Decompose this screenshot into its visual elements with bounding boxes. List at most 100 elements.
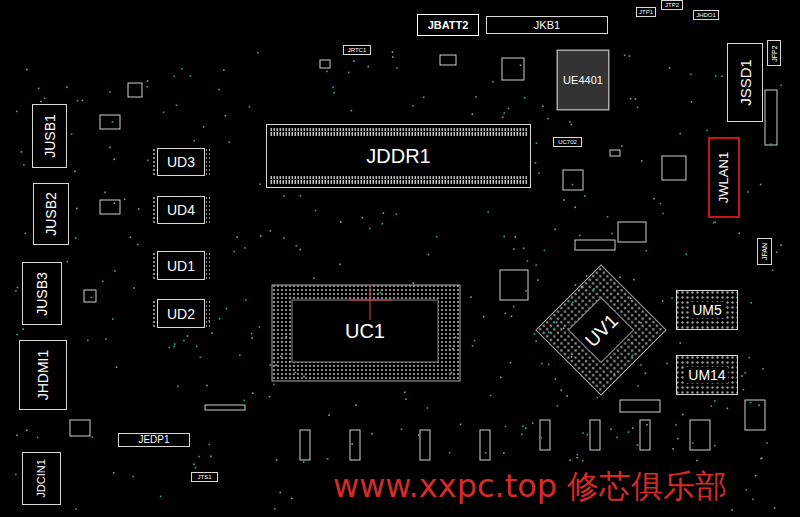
via-dot bbox=[470, 296, 472, 298]
part-name: UD3 bbox=[167, 155, 195, 169]
via-dot bbox=[303, 376, 305, 378]
via-dot bbox=[645, 373, 647, 375]
via-dot bbox=[538, 173, 540, 175]
via-dot bbox=[632, 427, 634, 429]
watermark: www.xxpc.top 修芯俱乐部 bbox=[333, 465, 727, 509]
via-dot bbox=[270, 364, 272, 366]
via-dot bbox=[327, 458, 329, 460]
via-dot bbox=[504, 112, 506, 114]
component-outline: UD1 bbox=[157, 251, 205, 280]
via-dot bbox=[460, 424, 462, 426]
via-dot bbox=[535, 264, 537, 266]
via-dot bbox=[714, 400, 716, 402]
component-outline: JUSB2 bbox=[33, 183, 69, 245]
via-dot bbox=[630, 298, 632, 300]
via-dot bbox=[40, 101, 42, 103]
via-dot bbox=[503, 452, 505, 454]
via-dot bbox=[455, 336, 457, 338]
via-dot bbox=[226, 308, 228, 310]
part-name: JSSD1 bbox=[738, 59, 753, 106]
via-dot bbox=[132, 476, 134, 478]
via-dot bbox=[326, 71, 328, 73]
via-dot bbox=[637, 444, 639, 446]
via-dot bbox=[534, 333, 536, 335]
via-dot bbox=[146, 86, 148, 88]
via-dot bbox=[472, 345, 474, 347]
part-name: JDDR1 bbox=[364, 145, 432, 167]
via-dot bbox=[492, 81, 494, 83]
via-dot bbox=[714, 445, 716, 447]
via-dot bbox=[206, 385, 208, 387]
via-dot bbox=[257, 52, 259, 54]
via-dot bbox=[300, 249, 302, 251]
via-dot bbox=[679, 133, 681, 135]
via-dot bbox=[548, 332, 550, 334]
component-outline: UD3 bbox=[157, 148, 205, 176]
via-dot bbox=[780, 85, 782, 87]
part-name: UD1 bbox=[167, 259, 195, 273]
via-dot bbox=[640, 364, 642, 366]
via-dot bbox=[436, 236, 438, 238]
via-dot bbox=[536, 142, 538, 144]
via-dot bbox=[82, 100, 84, 102]
via-dot bbox=[116, 366, 118, 368]
part-name: JKB1 bbox=[534, 20, 560, 31]
via-dot bbox=[621, 145, 623, 147]
via-dot bbox=[582, 432, 584, 434]
via-dot bbox=[200, 357, 202, 359]
via-dot bbox=[333, 92, 335, 94]
via-dot bbox=[521, 434, 523, 436]
via-dot bbox=[91, 297, 93, 299]
via-dot bbox=[382, 223, 384, 225]
via-dot bbox=[66, 86, 68, 88]
via-dot bbox=[244, 247, 246, 249]
via-dot bbox=[74, 171, 76, 173]
via-dot bbox=[522, 425, 524, 427]
via-dot bbox=[176, 104, 178, 106]
via-dot bbox=[210, 456, 212, 458]
via-dot bbox=[275, 364, 277, 366]
via-dot bbox=[696, 460, 698, 462]
via-dot bbox=[451, 372, 453, 374]
component-outline: JHDO1 bbox=[693, 10, 719, 20]
via-dot bbox=[147, 160, 149, 162]
via-dot bbox=[755, 475, 757, 477]
via-dot bbox=[137, 244, 139, 246]
via-dot bbox=[772, 269, 774, 271]
via-dot bbox=[187, 335, 189, 337]
via-dot bbox=[535, 340, 537, 342]
via-dot bbox=[741, 375, 743, 377]
via-dot bbox=[637, 107, 639, 109]
via-dot bbox=[776, 252, 778, 254]
via-dot bbox=[208, 320, 210, 322]
via-dot bbox=[662, 300, 664, 302]
via-dot bbox=[525, 428, 527, 430]
via-dot bbox=[273, 384, 275, 386]
via-dot bbox=[713, 222, 715, 224]
via-dot bbox=[579, 235, 581, 237]
via-dot bbox=[280, 492, 282, 494]
via-dot bbox=[633, 279, 635, 281]
via-dot bbox=[572, 184, 574, 186]
part-name: JDCIN1 bbox=[36, 459, 47, 498]
via-dot bbox=[503, 236, 505, 238]
via-dot bbox=[584, 195, 586, 197]
via-dot bbox=[113, 472, 115, 474]
via-dot bbox=[332, 87, 334, 89]
via-dot bbox=[351, 443, 353, 445]
via-dot bbox=[766, 442, 768, 444]
via-dot bbox=[112, 121, 114, 123]
via-dot bbox=[233, 251, 235, 253]
via-dot bbox=[392, 51, 394, 53]
via-dot bbox=[472, 113, 474, 115]
via-dot bbox=[286, 336, 288, 338]
via-dot bbox=[26, 69, 28, 71]
via-dot bbox=[15, 474, 17, 476]
via-dot bbox=[524, 97, 526, 99]
via-dot bbox=[744, 372, 746, 374]
component-outline: UM5 bbox=[676, 290, 738, 330]
via-dot bbox=[17, 287, 19, 289]
via-dot bbox=[418, 434, 420, 436]
via-dot bbox=[508, 108, 510, 110]
part-name: JFAN bbox=[761, 243, 768, 260]
